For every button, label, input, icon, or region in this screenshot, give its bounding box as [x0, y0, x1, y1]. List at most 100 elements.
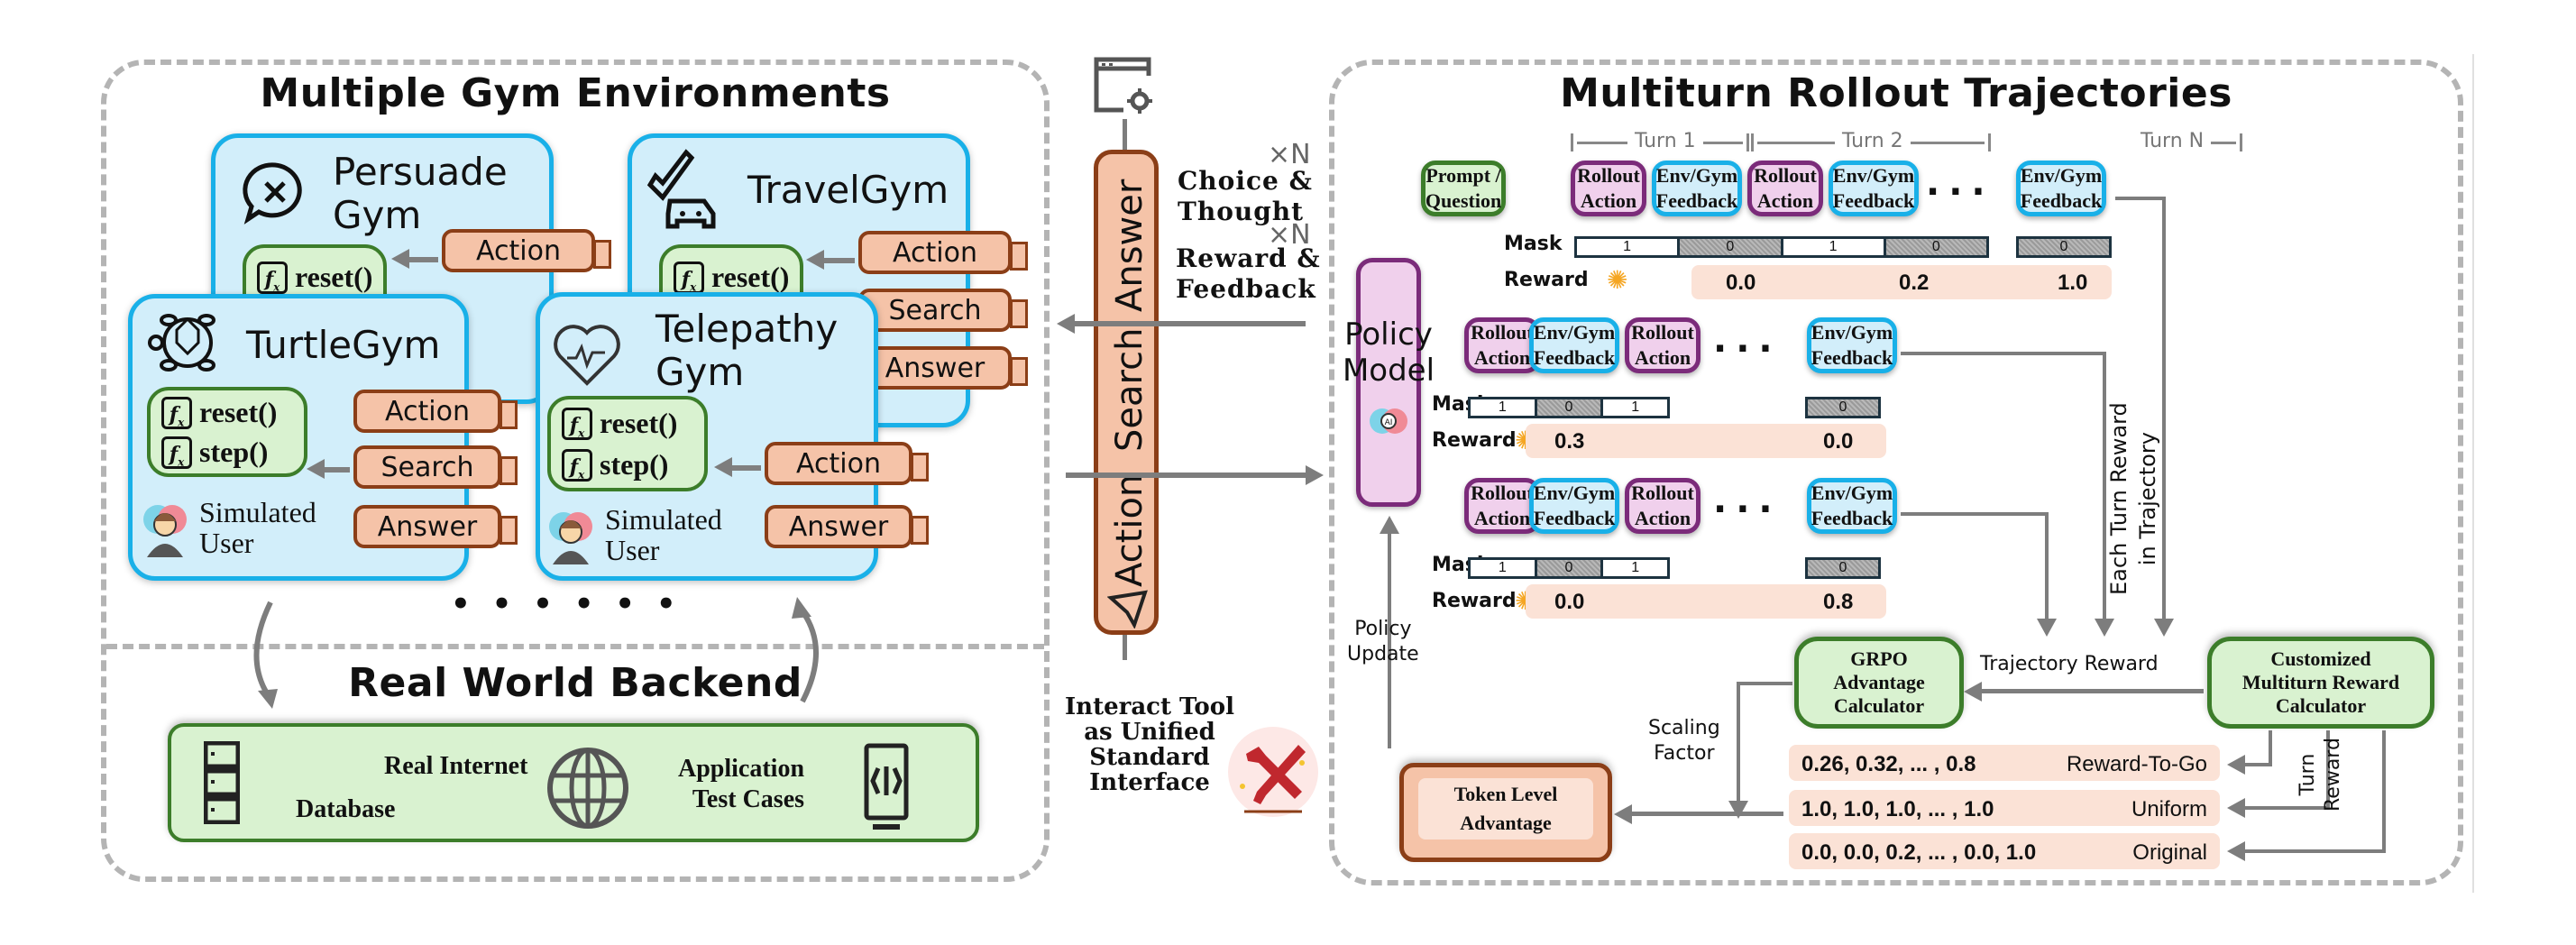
tool-search[interactable]: Search [353, 445, 518, 489]
reward-bar: 0.0 0.2 1.0 [1691, 265, 2112, 299]
connector [2162, 197, 2166, 620]
globe-icon [547, 748, 628, 829]
more-gyms-ellipsis: • • • • • • [451, 586, 682, 622]
arrow-head [806, 250, 824, 270]
reward-value: 0.0 [1823, 429, 1854, 454]
database-label: Database [296, 795, 396, 823]
connector [2269, 730, 2272, 765]
backend-exchange-arrows [253, 597, 819, 709]
reward-feedback-label: Reward &Feedback [1176, 243, 1321, 304]
ellipsis: ... [1713, 319, 1782, 361]
reward-value: 0.0 [1726, 271, 1756, 295]
reward-feedback-arrow [1066, 472, 1307, 478]
rollout-panel-title: Multiturn Rollout Trajectories [1560, 70, 2232, 116]
tool-action[interactable]: Action [765, 442, 929, 485]
connector [2243, 763, 2272, 766]
arrow [323, 467, 350, 472]
arrow-head [2037, 619, 2057, 637]
tool-action[interactable]: Action [353, 390, 518, 433]
arrow-head [2154, 619, 2174, 637]
mask-cell: 0 [1536, 399, 1604, 416]
internet-label: Real Internet [384, 752, 528, 780]
reward-medal-icon: ✺ [1607, 265, 1628, 295]
scaling-factor-arrow [1738, 682, 1792, 685]
svg-text:AI: AI [1385, 418, 1393, 427]
mask-label: Mask [1504, 233, 1563, 255]
connector [2045, 512, 2049, 620]
connector [2326, 730, 2330, 810]
function-icon: fx [161, 396, 192, 429]
arrow [822, 258, 855, 263]
gym-name: TravelGym [747, 168, 949, 212]
turn-2-span: Turn 2 [1751, 130, 1991, 152]
curved-arrow-down [253, 601, 273, 698]
function-icon: fx [562, 407, 592, 440]
arrow-head [1964, 682, 1982, 702]
reward-value: 0.8 [1823, 590, 1854, 614]
arrow-head [1380, 516, 1399, 534]
tool-action[interactable]: Action [858, 231, 1028, 274]
connector [1123, 119, 1127, 151]
page-edge [2472, 54, 2474, 893]
arrow [408, 257, 438, 262]
reward-bar: 0.3 0.0 [1526, 424, 1886, 458]
arrow-head [792, 597, 811, 619]
mask-cell: 0 [1808, 399, 1878, 416]
function-icon: fx [562, 448, 592, 482]
tool-answer[interactable]: Answer [765, 505, 929, 548]
tool-label-answer: Answer [1109, 179, 1150, 312]
function-icon: fx [674, 261, 704, 294]
user-avatar-icon [545, 505, 596, 564]
mask-cell: 1 [1471, 399, 1537, 416]
tool-label-search: Search [1109, 327, 1150, 452]
trajectory-reward-arrow [1980, 689, 2204, 693]
code-monitor-icon [864, 743, 909, 830]
tool-answer[interactable]: Answer [858, 346, 1028, 390]
mask-cell: 0 [2019, 239, 2109, 255]
turn-label: Turn 1 [1627, 130, 1703, 152]
tool-search[interactable]: Search [858, 289, 1028, 332]
prompt-question-chip: Prompt /Question [1421, 161, 1506, 216]
rollout-panel [1329, 60, 2463, 885]
tool-action[interactable]: Action [442, 229, 611, 272]
tool-answer[interactable]: Answer [353, 505, 518, 548]
connector [1123, 635, 1127, 660]
connector [2243, 849, 2386, 853]
mask-bar: 0 [1805, 397, 1881, 418]
user-avatar-icon [140, 498, 190, 557]
mask-bar: 1 0 1 [1468, 397, 1670, 418]
turn-label: Turn 2 [1835, 130, 1911, 152]
arrow-head [2227, 798, 2245, 818]
arrow-head [2227, 841, 2245, 861]
reward-value: 0.0 [1554, 590, 1585, 614]
connector [1901, 352, 2104, 355]
unified-tool-bar[interactable]: Answer Search Action [1094, 150, 1159, 635]
heart-pulse-icon [554, 325, 620, 386]
choice-thought-arrow [1073, 321, 1306, 326]
